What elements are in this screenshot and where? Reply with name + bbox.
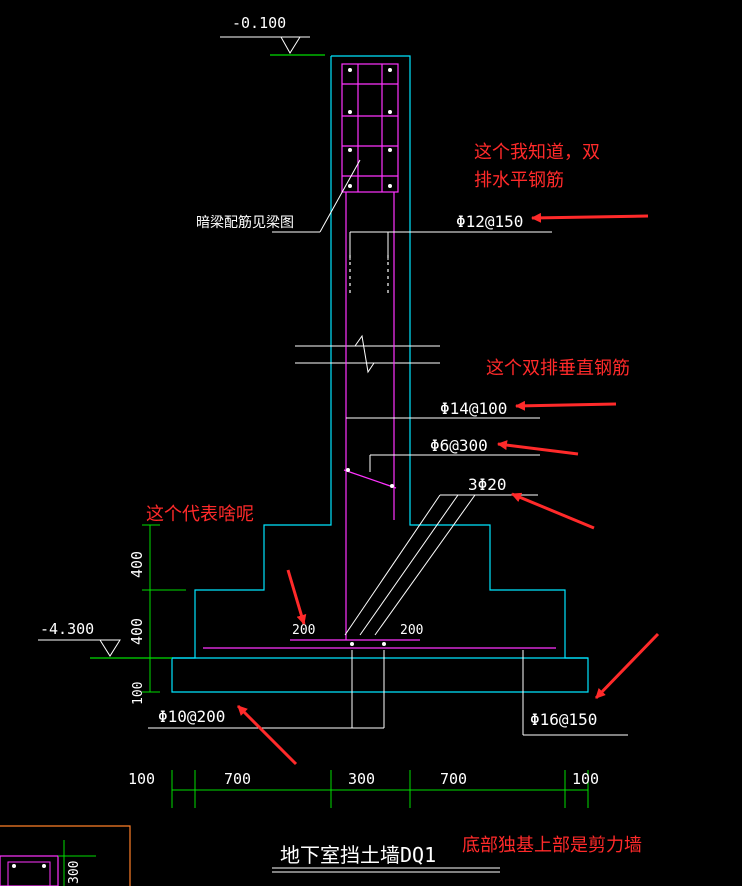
rebar-dots: [346, 68, 394, 646]
arrow-question: [286, 569, 307, 625]
bottom-right-rebar-label: Φ16@150: [530, 710, 597, 729]
concrete-outline: [171, 55, 589, 693]
vertical-dimension-1: 400: [128, 551, 146, 578]
vertical-dimensions: [142, 524, 186, 693]
tie-rebar-label: Φ6@300: [430, 436, 488, 455]
top-elevation-text: -0.100: [232, 14, 286, 32]
annotation-arrows: [236, 212, 660, 766]
arrow-vertical-rebar: [515, 400, 617, 411]
arrow-corner-rebar: [511, 492, 595, 530]
annotation-bottom-note: 底部独基上部是剪力墙: [462, 835, 642, 856]
top-elevation-marker: -0.100: [220, 14, 325, 56]
adjacent-detail-fragment: [0, 825, 131, 886]
arrow-tie-rebar: [497, 440, 579, 456]
drawing-title: 地下室挡土墙DQ1: [280, 843, 436, 867]
horizontal-dimension-4: 700: [440, 770, 467, 788]
bottom-left-rebar-label: Φ10@200: [158, 707, 225, 726]
bottom-elevation-text: -4.300: [40, 620, 94, 638]
horizontal-dimension-1: 100: [128, 770, 155, 788]
annotation-horizontal-rebar-line1: 这个我知道，双: [474, 142, 600, 163]
vertical-rebar-label: Φ14@100: [440, 399, 507, 418]
horizontal-dimensions: [171, 770, 589, 808]
arrow-bottom-left: [236, 704, 298, 766]
cover-left-label: 200: [292, 623, 315, 638]
rebar-cage: [203, 63, 556, 649]
vertical-dimension-3: 100: [131, 682, 146, 705]
vertical-dimension-2: 400: [128, 618, 146, 645]
horizontal-dimension-2: 700: [224, 770, 251, 788]
horizontal-rebar-label: Φ12@150: [456, 212, 523, 231]
corner-diagonal-bars: [344, 494, 538, 636]
corner-rebar-label: 3Φ20: [468, 475, 507, 494]
arrow-horizontal-rebar: [531, 212, 649, 223]
leader-lines: [148, 159, 628, 736]
arrow-bottom-right: [594, 632, 660, 700]
small-dimension-label: 300: [67, 861, 82, 884]
wall-break-line: [295, 334, 440, 374]
title-underline: [272, 867, 500, 873]
annotation-horizontal-rebar-line2: 排水平钢筋: [474, 170, 564, 191]
horizontal-dimension-5: 100: [572, 770, 599, 788]
annotation-question: 这个代表啥呢: [146, 504, 254, 525]
annotation-vertical-rebar: 这个双排垂直钢筋: [486, 358, 630, 379]
bottom-elevation-marker: -4.300: [38, 620, 172, 659]
cover-right-label: 200: [400, 623, 423, 638]
horizontal-dimension-3: 300: [348, 770, 375, 788]
beam-reference-label: 暗梁配筋见梁图: [196, 214, 294, 231]
